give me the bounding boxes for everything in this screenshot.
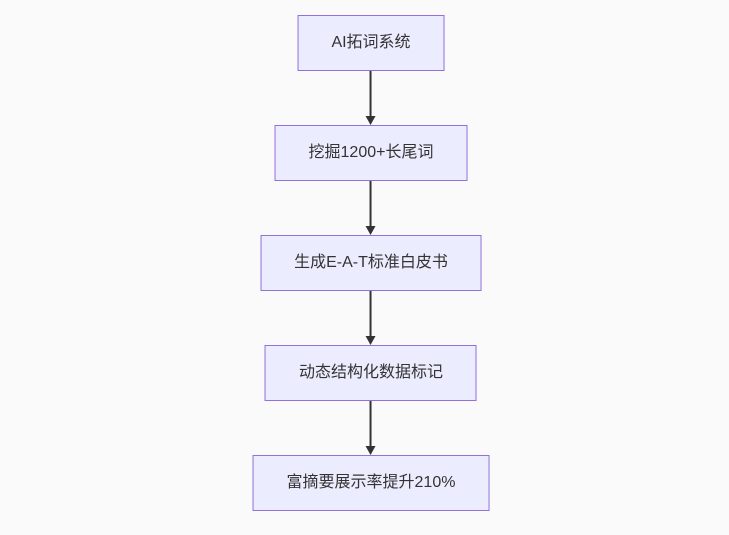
flow-node-ai-word-system: AI拓词系统 [297, 15, 445, 71]
flow-edge-a-b [366, 71, 376, 125]
arrow-down-icon [366, 226, 376, 235]
flow-node-longtail-keywords: 挖掘1200+长尾词 [274, 125, 468, 181]
flow-edge-b-c [366, 181, 376, 235]
flow-node-rich-snippet-result: 富摘要展示率提升210% [252, 455, 490, 511]
flowchart: AI拓词系统 挖掘1200+长尾词 生成E-A-T标准白皮书 动态结构化数据标记… [252, 15, 490, 511]
arrow-line [370, 71, 372, 116]
arrow-line [370, 181, 372, 226]
arrow-down-icon [366, 446, 376, 455]
flow-edge-d-e [366, 401, 376, 455]
flow-edge-c-d [366, 291, 376, 345]
arrow-down-icon [366, 116, 376, 125]
arrow-line [370, 291, 372, 336]
arrow-line [370, 401, 372, 446]
flow-node-eat-whitepaper: 生成E-A-T标准白皮书 [260, 235, 482, 291]
arrow-down-icon [366, 336, 376, 345]
flow-node-structured-data: 动态结构化数据标记 [264, 345, 477, 401]
